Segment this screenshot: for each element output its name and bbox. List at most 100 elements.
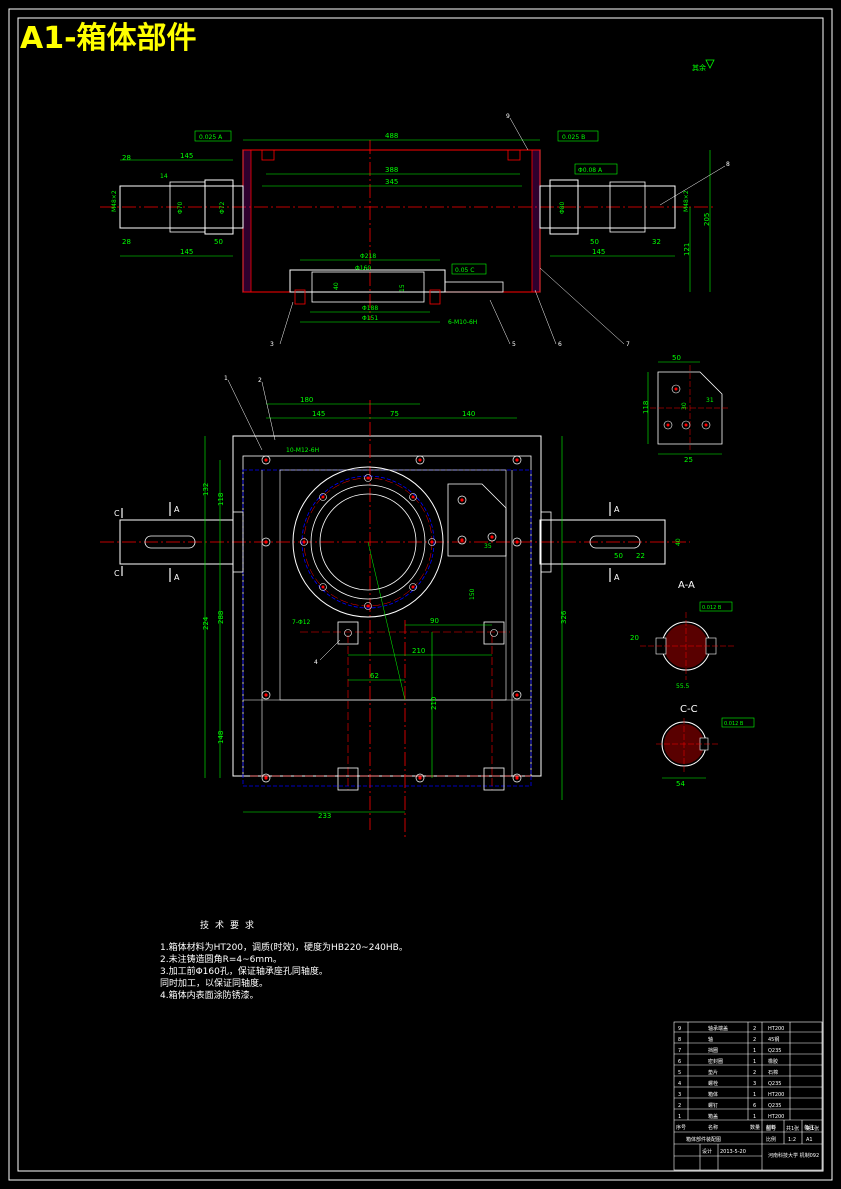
- dim-bottom-233: 233: [318, 812, 331, 820]
- dim-top-75: 75: [390, 410, 399, 418]
- note-item: 1.箱体材料为HT200，调质(时效)，硬度为HB220~240HB。: [160, 943, 408, 953]
- balloon-6: 6: [558, 341, 562, 348]
- svg-text:2: 2: [753, 1037, 756, 1043]
- svg-text:比例: 比例: [766, 1136, 776, 1143]
- dim-dia-160: Φ160: [355, 265, 371, 272]
- svg-text:其余: 其余: [692, 63, 706, 72]
- svg-text:HT200: HT200: [768, 1026, 784, 1032]
- svg-text:HT200: HT200: [768, 1114, 784, 1120]
- svg-text:图号: 图号: [766, 1126, 776, 1132]
- section-aa-label: A-A: [678, 580, 695, 591]
- balloon-4: 4: [314, 659, 318, 666]
- callout-bolt-holes: 10-M12-6H: [286, 447, 319, 454]
- section-mark-c2: C: [114, 569, 120, 578]
- svg-text:数量: 数量: [750, 1124, 760, 1131]
- dim-thread-right: M48×2: [683, 190, 690, 212]
- dim-40: 40: [675, 538, 682, 546]
- section-mark-a2: A: [174, 573, 180, 582]
- dim-top-145: 145: [312, 410, 325, 418]
- callout-pin-holes: 7-Φ12: [292, 619, 311, 626]
- svg-text:3: 3: [678, 1092, 681, 1098]
- svg-text:1: 1: [753, 1092, 756, 1098]
- svg-text:45钢: 45钢: [768, 1036, 779, 1043]
- svg-text:Q235: Q235: [768, 1048, 781, 1054]
- svg-text:轴: 轴: [708, 1036, 713, 1043]
- drawing-title: A1-箱体部件: [20, 21, 197, 56]
- section-mark-a4: A: [614, 573, 620, 582]
- svg-text:河南科技大学 机制092: 河南科技大学 机制092: [768, 1152, 819, 1159]
- dim-step-28-b: 28: [122, 238, 131, 246]
- dim-bearing-span: 345: [385, 178, 398, 186]
- section-cc: C-C 0.012 B 54: [656, 704, 755, 788]
- dim-inner-span: 388: [385, 166, 398, 174]
- section-mark-c1: C: [114, 509, 120, 518]
- dim-mid-62: 62: [370, 672, 379, 680]
- balloon-8: 8: [726, 161, 730, 168]
- svg-text:名称: 名称: [708, 1124, 718, 1131]
- svg-text:挡圈: 挡圈: [708, 1047, 718, 1054]
- section-aa-tol: 0.012 B: [702, 605, 722, 611]
- dim-depth-15: 15: [399, 284, 406, 292]
- note-item: 4.箱体内表面涂防锈漆。: [160, 991, 259, 1001]
- dim-step-28-a: 28: [122, 154, 131, 162]
- svg-text:橡胶: 橡胶: [768, 1058, 778, 1065]
- dim-mid-90: 90: [430, 617, 439, 625]
- balloon-5: 5: [512, 341, 516, 348]
- tol-base: 0.05 C: [455, 267, 474, 274]
- section-cc-label: C-C: [680, 704, 698, 715]
- dim-top-140: 140: [462, 410, 475, 418]
- detail-dim-25: 25: [684, 456, 693, 464]
- balloon-3: 3: [270, 341, 274, 348]
- svg-text:1: 1: [678, 1114, 681, 1120]
- svg-text:HT200: HT200: [768, 1092, 784, 1098]
- svg-text:5: 5: [678, 1070, 681, 1076]
- svg-text:螺栓: 螺栓: [708, 1080, 718, 1087]
- dim-depth-40: 40: [333, 282, 340, 290]
- svg-text:材料: 材料: [766, 1124, 776, 1131]
- dim-height-121: 121: [683, 243, 691, 256]
- svg-text:2: 2: [753, 1026, 756, 1032]
- svg-text:设计: 设计: [702, 1148, 712, 1155]
- dim-dia-218: Φ218: [360, 253, 376, 260]
- detail-view: 50 118 25 30 31: [642, 354, 730, 464]
- svg-text:1:2: 1:2: [788, 1137, 796, 1143]
- svg-text:第1张: 第1张: [806, 1125, 819, 1132]
- svg-text:6: 6: [753, 1103, 756, 1109]
- svg-text:箱体: 箱体: [708, 1091, 718, 1098]
- top-view: 488 388 345 145 145 145 50 50 28 28 32 2…: [100, 113, 730, 348]
- dim-height-205: 205: [703, 213, 711, 226]
- dim-step-50-right: 50: [590, 238, 599, 246]
- svg-text:1: 1: [753, 1048, 756, 1054]
- svg-text:3: 3: [753, 1081, 756, 1087]
- dim-shaft-len-left-bottom: 145: [180, 248, 193, 256]
- dim-22: 22: [636, 552, 645, 560]
- svg-text:4: 4: [678, 1081, 681, 1087]
- section-mark-a3: A: [614, 505, 620, 514]
- tol-mid-right: Φ0.08 A: [578, 167, 603, 174]
- dim-dia-70: Φ70: [177, 201, 184, 214]
- dim-left-132: 132: [202, 483, 210, 496]
- svg-text:6: 6: [678, 1059, 681, 1065]
- dim-shaft-len-left: 145: [180, 152, 193, 160]
- detail-dim-118: 118: [642, 401, 650, 414]
- svg-text:Q235: Q235: [768, 1081, 781, 1087]
- svg-text:垫片: 垫片: [708, 1069, 718, 1076]
- title-block-drawing-name: 箱体部件装配图: [686, 1136, 721, 1143]
- notes-heading: 技术要求: [200, 921, 261, 931]
- tol-right: 0.025 B: [562, 134, 585, 141]
- dim-dia-72: Φ72: [219, 201, 226, 214]
- balloon-9: 9: [506, 113, 510, 120]
- balloon-1: 1: [224, 375, 228, 382]
- svg-text:密封圈: 密封圈: [708, 1058, 723, 1065]
- svg-text:A1: A1: [806, 1137, 813, 1143]
- outer-border: [8, 8, 833, 1181]
- detail-dim-30: 30: [681, 402, 688, 410]
- svg-text:序号: 序号: [676, 1124, 686, 1131]
- dim-35: 35: [484, 543, 492, 550]
- dim-dia-151: Φ151: [362, 315, 378, 322]
- svg-text:2: 2: [678, 1103, 681, 1109]
- section-cc-tol: 0.012 B: [724, 721, 744, 727]
- svg-text:1: 1: [753, 1114, 756, 1120]
